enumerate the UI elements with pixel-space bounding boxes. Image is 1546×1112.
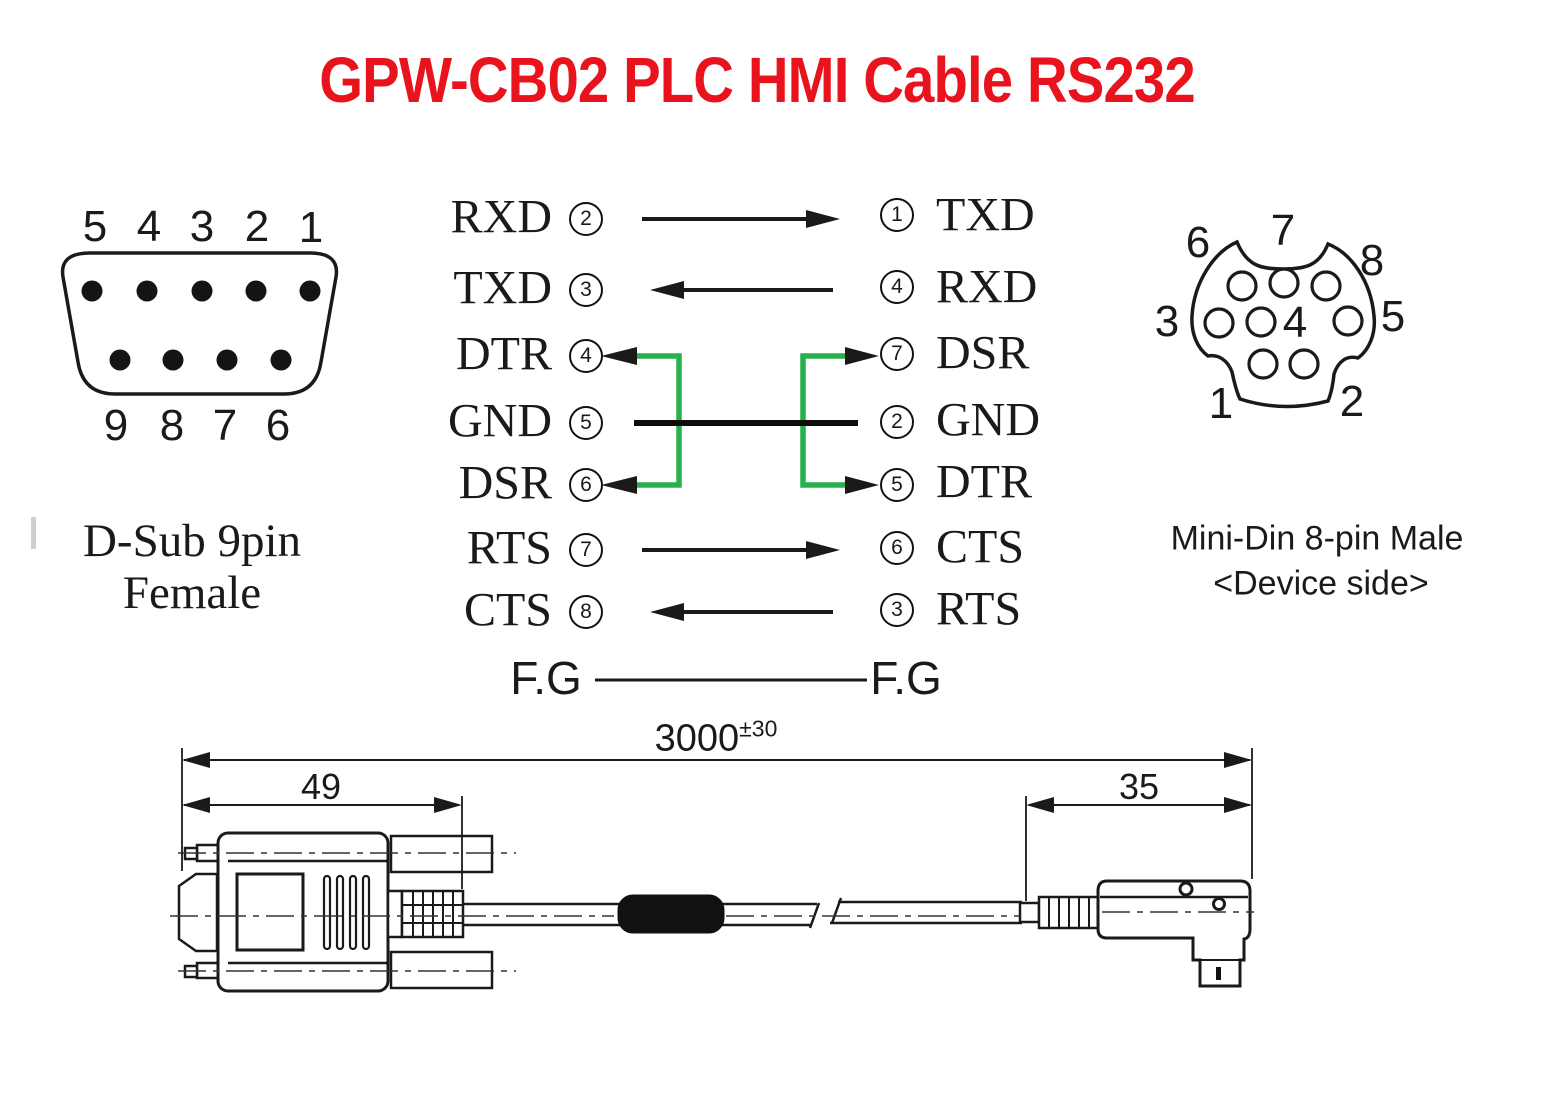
signal-label-right: TXD — [936, 188, 1035, 242]
signal-label-left: DSR — [458, 456, 552, 510]
dsub-pin-label-8: 8 — [159, 401, 185, 450]
signal-label-left: DTR — [456, 327, 552, 381]
pin-circle: 3 — [569, 273, 603, 307]
minidin-pin-label-5: 5 — [1380, 292, 1406, 341]
boot-entry — [1018, 901, 1041, 924]
hood-screw-barrel-top — [389, 834, 494, 874]
signal-label-right: GND — [936, 393, 1040, 447]
wiring-lines — [595, 210, 879, 682]
dsub-hood-side-view — [177, 831, 494, 993]
pin-circle: 5 — [569, 406, 603, 440]
page-title: GPW-CB02 PLC HMI Cable RS232 — [319, 44, 1195, 116]
minidin-pin-label-6: 6 — [1185, 218, 1211, 267]
signal-label-right: DSR — [936, 326, 1030, 380]
dimension-overall-tolerance: ±30 — [739, 715, 778, 742]
signal-label-left: GND — [448, 394, 552, 448]
hood-screw-barrel-bottom — [389, 950, 494, 990]
signal-label-right: CTS — [936, 520, 1025, 574]
pin-circle: 1 — [880, 198, 914, 232]
pin-circle: 7 — [880, 337, 914, 371]
hood-grip-slots — [322, 874, 371, 951]
pin-circle: 6 — [569, 468, 603, 502]
minidin-pin-label-2: 2 — [1339, 377, 1365, 426]
plug-key-mark — [1216, 967, 1221, 980]
signal-label-left: RTS — [466, 521, 552, 575]
dsub-pin-label-5: 5 — [82, 202, 108, 251]
signal-label-right: RTS — [936, 582, 1022, 636]
minidin-pin-label-7: 7 — [1270, 206, 1296, 255]
minidin-caption-line2: <Device side> — [1213, 564, 1429, 603]
plug-screw-hole — [1178, 881, 1194, 897]
arrowhead-left — [650, 603, 684, 621]
minidin-plug-side-view — [1018, 879, 1252, 988]
arrowhead-right — [845, 347, 879, 365]
dsub-pin-label-9: 9 — [103, 401, 129, 450]
dsub-mating-face — [177, 872, 219, 953]
minidin-pin-label-1: 1 — [1208, 379, 1234, 428]
minidin-face-diagram — [1190, 239, 1377, 409]
arrowhead-right — [845, 476, 879, 494]
signal-label-left: CTS — [463, 583, 552, 637]
pin-circle: 7 — [569, 533, 603, 567]
dimension-lines — [181, 748, 1253, 901]
pin-circle: 2 — [569, 202, 603, 236]
dsub-pin-label-4: 4 — [136, 202, 162, 251]
dimension-overall: 3000±30 — [655, 716, 778, 761]
hood-label-panel — [235, 872, 305, 952]
signal-label-left: TXD — [453, 261, 552, 315]
cable-drawing — [170, 748, 1254, 993]
dsub-face-diagram — [60, 251, 339, 396]
dsub-pin-label-1: 1 — [298, 203, 324, 252]
pin-circle: 5 — [880, 468, 914, 502]
plug-screw-hole — [1212, 897, 1226, 911]
dsub-shell-outline — [60, 251, 339, 396]
fg-label-left: F.G — [510, 652, 582, 704]
arrowhead-left — [650, 281, 684, 299]
dsub-caption-line1: D-Sub 9pin — [82, 515, 302, 567]
minidin-pin-holes — [1203, 267, 1364, 380]
pin-circle: 4 — [569, 339, 603, 373]
fg-label-right: F.G — [870, 652, 942, 704]
center-lines — [170, 852, 1254, 972]
signal-label-right: RXD — [936, 260, 1038, 314]
pin-circle: 8 — [569, 595, 603, 629]
dimension-35: 35 — [1118, 766, 1160, 807]
signal-label-left: RXD — [450, 190, 552, 244]
pin-circle: 3 — [880, 593, 914, 627]
dsub-pin-dots — [81, 280, 321, 371]
minidin-pin-label-3: 3 — [1154, 297, 1180, 346]
cable-run — [463, 897, 1022, 929]
minidin-pin-label-8: 8 — [1359, 236, 1385, 285]
strain-relief-ribs — [1048, 897, 1090, 928]
boot-neck — [386, 889, 404, 939]
arrowhead-right — [806, 210, 840, 228]
dsub-pin-label-3: 3 — [189, 202, 215, 251]
dsub-pin-label-6: 6 — [265, 401, 291, 450]
arrowhead-right — [806, 541, 840, 559]
scan-artifact — [31, 517, 36, 549]
dimension-49: 49 — [300, 766, 342, 807]
dsub-pin-label-7: 7 — [212, 401, 238, 450]
arrowhead-left — [601, 347, 637, 365]
dsub-caption-line2: Female — [122, 567, 262, 619]
arrowhead-left — [601, 476, 637, 494]
ferrite-bead — [617, 894, 725, 934]
pin-circle: 2 — [880, 405, 914, 439]
signal-label-right: DTR — [936, 455, 1032, 509]
minidin-pin-label-4: 4 — [1282, 298, 1308, 347]
pin-circle: 4 — [880, 270, 914, 304]
pin-circle: 6 — [880, 531, 914, 565]
strain-relief-ribs — [402, 891, 463, 937]
dimension-arrowheads — [182, 752, 1252, 813]
extension-lines — [181, 748, 1253, 901]
dimension-overall-value: 3000 — [654, 717, 740, 760]
minidin-caption-line1: Mini-Din 8-pin Male — [1170, 519, 1464, 558]
dsub-pin-label-2: 2 — [244, 202, 270, 251]
